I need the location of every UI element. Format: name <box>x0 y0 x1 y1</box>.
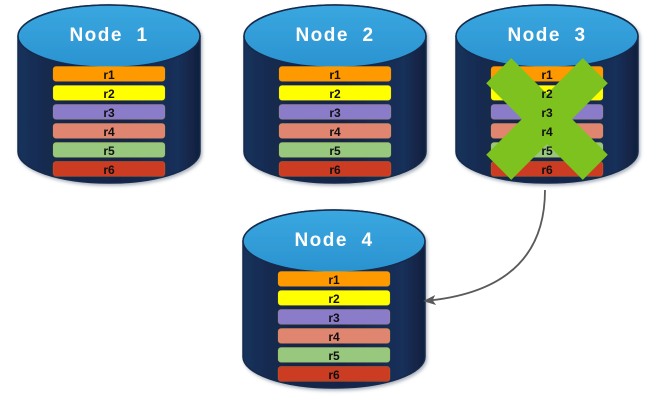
row-bar-node-2-r5[interactable] <box>278 142 392 158</box>
green-cross-icon <box>486 58 608 180</box>
row-bar-node-2-r6[interactable] <box>278 161 392 177</box>
cross-stroke-2 <box>486 58 608 180</box>
row-bar-node-4-r6[interactable] <box>277 366 391 382</box>
row-bar-node-2-r4[interactable] <box>278 123 392 139</box>
row-bar-node-1-r1[interactable] <box>52 66 166 82</box>
row-bar-node-1-r6[interactable] <box>52 161 166 177</box>
row-bar-node-1-r4[interactable] <box>52 123 166 139</box>
row-bar-node-4-r5[interactable] <box>277 347 391 363</box>
row-bar-node-2-r1[interactable] <box>278 66 392 82</box>
row-bar-node-1-r3[interactable] <box>52 104 166 120</box>
row-bar-node-4-r1[interactable] <box>277 271 391 287</box>
row-bar-node-2-r3[interactable] <box>278 104 392 120</box>
row-bar-node-1-r5[interactable] <box>52 142 166 158</box>
arrows-layer <box>423 189 546 306</box>
row-bar-node-4-r3[interactable] <box>277 309 391 325</box>
row-bar-node-4-r2[interactable] <box>277 290 391 306</box>
cylinder-top-cap <box>17 4 201 69</box>
cylinder-top-cap <box>455 4 639 69</box>
row-bar-node-1-r2[interactable] <box>52 85 166 101</box>
row-bar-node-2-r2[interactable] <box>278 85 392 101</box>
recovery-arrow <box>423 189 546 306</box>
cylinder-top-cap <box>243 4 427 69</box>
cylinder-top-cap <box>242 209 426 274</box>
row-bar-node-4-r4[interactable] <box>277 328 391 344</box>
marks-layer <box>486 58 608 180</box>
